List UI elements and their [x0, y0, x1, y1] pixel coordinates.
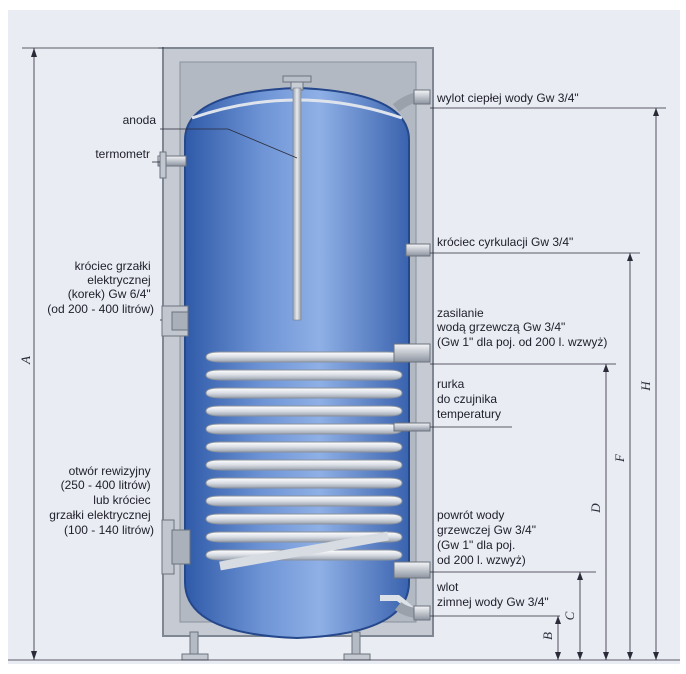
coil-loop [205, 387, 403, 399]
right-pipes [392, 89, 431, 621]
coil-loop [205, 459, 403, 471]
dim-F: F [612, 453, 627, 463]
coil-loop [205, 423, 403, 435]
label-hot-outlet: wylot ciepłej wody Gw 3/4" [436, 91, 579, 105]
label-circulation: króciec cyrkulacji Gw 3/4" [437, 235, 573, 249]
coil-loop [205, 369, 403, 381]
label-heating-supply: zasilanie wodą grzewczą Gw 3/4" (Gw 1" d… [436, 306, 607, 349]
coil-loop [205, 351, 403, 363]
label-cold-inlet: wlot zimnej wody Gw 3/4" [436, 580, 549, 609]
feet [181, 631, 371, 661]
coil-loop [205, 495, 403, 507]
right-leaders [430, 107, 666, 617]
heater-port [161, 305, 189, 337]
thermometer-port [157, 151, 187, 179]
coil-loop [205, 513, 403, 525]
dim-D: D [588, 503, 603, 514]
label-thermometer: termometr [95, 147, 150, 161]
dim-H: H [638, 381, 653, 392]
inspection-flange [161, 519, 191, 575]
label-inspection: otwór rewizyjny (250 - 400 litrów) lub k… [49, 464, 154, 537]
heat-exchanger-coil [205, 351, 403, 571]
anode [282, 75, 312, 321]
coil-loop [205, 477, 403, 489]
dimension-lines [22, 47, 659, 660]
coil-diagonal [219, 531, 389, 571]
coil-loop [205, 405, 403, 417]
label-anode: anoda [123, 113, 157, 127]
dim-C: C [562, 611, 577, 620]
label-heater-port: króciec grzałki elektrycznej (korek) Gw … [47, 259, 154, 316]
coil-loop [205, 441, 403, 453]
label-heating-return: powrót wody grzewczej Gw 3/4" (Gw 1" dla… [437, 508, 539, 567]
dim-A: A [18, 356, 33, 365]
dim-B: B [540, 632, 555, 640]
label-sensor-tube: rurka do czujnika temperatury [437, 377, 501, 421]
